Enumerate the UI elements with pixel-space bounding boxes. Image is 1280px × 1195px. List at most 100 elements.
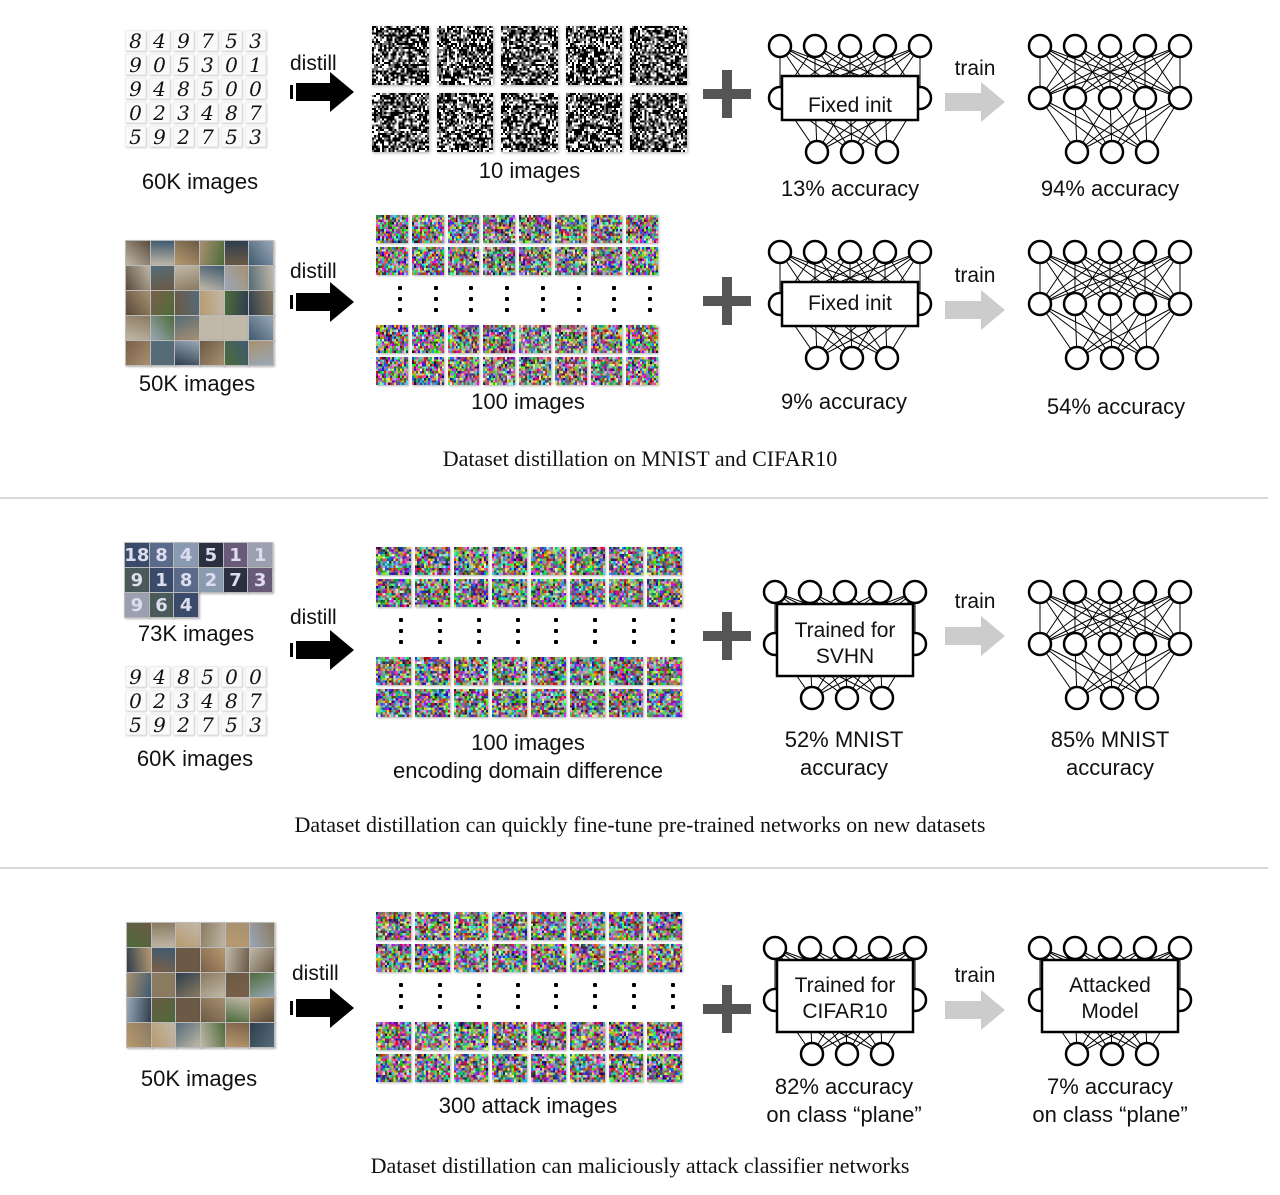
distilled-image	[608, 1054, 644, 1082]
digit-cell: 0	[125, 101, 146, 125]
network-edge	[1076, 643, 1181, 699]
network-trained	[1027, 33, 1193, 165]
distilled-image	[647, 579, 682, 607]
ellipsis-dot	[433, 297, 438, 301]
ellipsis-dot	[631, 994, 636, 998]
digit-cell: 4	[197, 689, 218, 713]
network-node	[1062, 579, 1088, 605]
photo-thumbnail	[200, 972, 226, 998]
train-label: train	[954, 590, 996, 613]
network-node	[1027, 631, 1053, 657]
network-edge	[1039, 591, 1111, 645]
distilled-domain-images	[376, 547, 682, 717]
distilled-image	[531, 579, 566, 607]
distilled-image	[519, 357, 551, 385]
ellipsis-dot	[438, 1005, 443, 1009]
network-node	[1134, 685, 1160, 711]
photo-thumbnail	[150, 997, 177, 1023]
distilled-cifar-images	[376, 215, 658, 385]
distilled-image	[608, 689, 644, 717]
ellipsis-dot	[648, 297, 653, 301]
photo-thumbnail	[200, 997, 226, 1023]
network-node	[1027, 291, 1053, 317]
distilled-image	[436, 26, 494, 85]
network-edge	[1076, 303, 1181, 359]
digit-cell: 2	[149, 101, 170, 125]
network-node	[1062, 33, 1088, 59]
network-node	[1132, 33, 1158, 59]
network-node	[1134, 1041, 1160, 1067]
digit-cell: 0	[221, 665, 242, 689]
distilled-description-label: encoding domain difference	[393, 758, 663, 783]
init-accuracy-label: 13% accuracy	[780, 176, 920, 201]
network-node	[1027, 239, 1053, 265]
network-attacked	[1027, 935, 1193, 1067]
ellipsis-dot	[670, 640, 675, 644]
network-edge	[1039, 45, 1146, 99]
network-node	[902, 935, 928, 961]
digit-cell: 2	[173, 713, 194, 737]
ellipsis-dot	[593, 983, 598, 987]
distill-label: distill	[290, 606, 337, 629]
distilled-image	[411, 325, 444, 353]
distilled-image	[531, 1022, 566, 1050]
distilled-image	[554, 215, 587, 243]
plus-icon	[703, 70, 751, 118]
ellipsis-dot	[505, 286, 510, 290]
ellipsis-dot	[593, 640, 598, 644]
network-node	[1167, 935, 1193, 961]
network-edge	[1039, 45, 1181, 99]
network-box-label: Attacked	[1069, 974, 1151, 997]
trained-accuracy-label: 94% accuracy	[1040, 176, 1180, 201]
network-node	[902, 579, 928, 605]
network-node	[797, 935, 823, 961]
distilled-image	[569, 547, 605, 575]
network-edge	[1076, 97, 1146, 153]
photo-thumbnail	[126, 997, 152, 1023]
distilled-image	[376, 547, 411, 575]
photo-thumbnail	[199, 290, 225, 316]
digit-cell: 0	[221, 53, 242, 77]
distilled-image	[414, 1054, 450, 1082]
network-node	[1132, 291, 1158, 317]
distilled-image	[376, 215, 408, 243]
network-box-label: Model	[1081, 1000, 1139, 1023]
network-edge	[1039, 251, 1146, 305]
distilled-image	[372, 93, 429, 152]
network-edge	[1109, 591, 1181, 645]
distilled-image	[630, 26, 687, 85]
distilled-image	[647, 689, 682, 717]
distilled-image	[411, 357, 444, 385]
distilled-image	[531, 657, 566, 685]
trained-accuracy-label: 7% accuracy	[1047, 1074, 1173, 1099]
digit-cell: 9	[173, 29, 194, 53]
trained-accuracy-label: accuracy	[1065, 755, 1155, 780]
network-node	[1027, 85, 1053, 111]
digit-cell: 8	[125, 29, 146, 53]
source-count-label: 60K images	[141, 169, 259, 194]
network-node	[837, 33, 863, 59]
network-node	[1062, 291, 1088, 317]
digit-cell: 0	[125, 689, 146, 713]
photo-thumbnail	[200, 1022, 226, 1048]
ellipsis-dot	[593, 629, 598, 633]
svhn-thumbnail: 1	[222, 542, 249, 568]
distilled-image	[447, 215, 480, 243]
plus-icon	[703, 612, 751, 660]
network-edge	[1074, 45, 1181, 99]
distill-label: distill	[290, 260, 337, 283]
trained-accuracy-label: 85% MNIST	[1050, 727, 1170, 752]
photo-thumbnail	[149, 315, 176, 341]
distilled-image	[590, 325, 623, 353]
digit-cell: 3	[197, 53, 218, 77]
photo-thumbnail	[149, 340, 176, 366]
ellipsis-dot	[593, 618, 598, 622]
photo-thumbnail	[223, 265, 250, 291]
distilled-image	[608, 1022, 644, 1050]
photo-thumbnail	[174, 315, 200, 341]
network-node	[762, 579, 788, 605]
digit-cell: 5	[221, 29, 242, 53]
network-node	[1167, 85, 1193, 111]
digit-cell: 9	[125, 665, 146, 689]
